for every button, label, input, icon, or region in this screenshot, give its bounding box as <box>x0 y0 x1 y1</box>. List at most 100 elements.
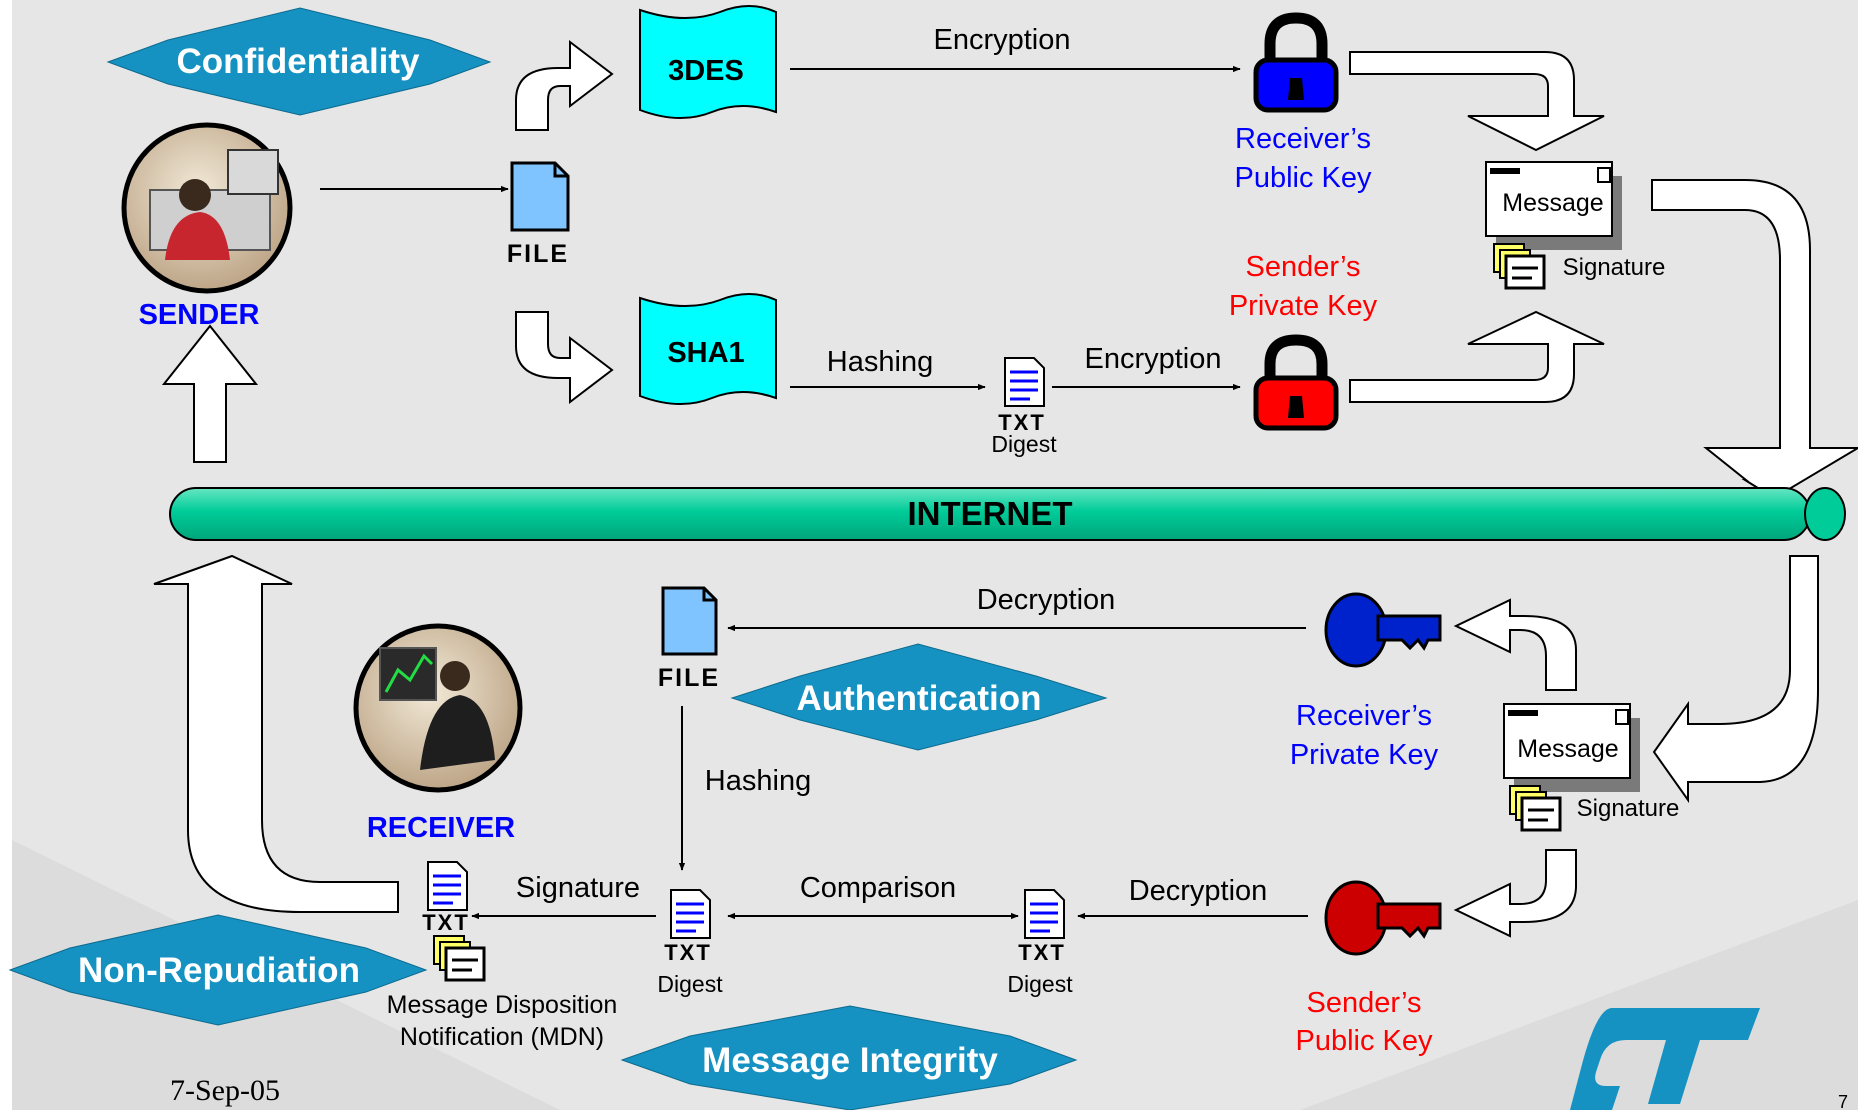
senders-private-key-line2: Private Key <box>1229 290 1378 322</box>
sender-signature-icon <box>1493 243 1546 290</box>
internet-pipe: INTERNET <box>169 487 1846 541</box>
internet-label: INTERNET <box>908 495 1073 532</box>
decryption-top-label: Decryption <box>977 584 1116 616</box>
sha1-box: SHA1 <box>639 293 777 406</box>
receiver-digest-left-icon <box>670 889 711 939</box>
envelope-to-public-key-arrow <box>1453 849 1577 938</box>
encryption-top-label: Encryption <box>933 24 1070 56</box>
receiver-digest-left-icon-label: TXT <box>664 940 712 965</box>
blue-lock-icon <box>1253 12 1339 113</box>
receiver-file-icon <box>661 586 718 656</box>
hashing-sender-label: Hashing <box>827 346 933 378</box>
receiver-avatar-head <box>440 661 470 691</box>
message-integrity-banner-shape <box>620 1005 1078 1111</box>
red-lock-keyhole <box>1288 396 1304 418</box>
mdn-label-line2: Notification (MDN) <box>400 1023 604 1051</box>
3des-label: 3DES <box>668 55 744 87</box>
message-integrity-label: Message Integrity <box>702 1041 998 1080</box>
receiver-avatar-chart <box>384 653 434 693</box>
message-integrity-banner: Message Integrity <box>620 1005 1078 1111</box>
sender-digest-icon <box>1004 357 1045 407</box>
mdn-signature-doc-front <box>444 946 486 982</box>
signature-arrow-label: Signature <box>516 872 640 904</box>
sender-envelope-postmark <box>1490 168 1520 174</box>
mdn-signature-icon <box>433 935 486 982</box>
receiver-digest-right-icon-label: TXT <box>1018 940 1066 965</box>
blue-lock-shackle <box>1264 12 1328 62</box>
receiver-label: RECEIVER <box>367 812 515 844</box>
lock-to-message-arrow-top <box>1349 51 1605 152</box>
encryption-bottom-label: Encryption <box>1084 343 1221 375</box>
senders-private-key-line1: Sender’s <box>1245 251 1360 283</box>
receiver-avatar <box>353 623 523 793</box>
senders-public-key-line2: Public Key <box>1295 1025 1433 1057</box>
sender-avatar-body <box>165 212 230 260</box>
envelope-to-private-key-arrow <box>1453 598 1577 691</box>
receiver-envelope-body <box>1503 703 1631 779</box>
receiver-signature-label: Signature <box>1577 795 1680 822</box>
red-key-shaft <box>1376 902 1442 939</box>
authentication-label: Authentication <box>797 679 1042 718</box>
red-lock-shackle <box>1264 334 1328 382</box>
blue-key-shaft <box>1376 614 1442 651</box>
sender-message-label: Message <box>1502 189 1603 217</box>
sender-curved-arrow-up <box>515 39 614 131</box>
blue-lock-keyhole <box>1288 78 1304 100</box>
blue-key-icon <box>1324 592 1442 668</box>
confidentiality-label: Confidentiality <box>176 42 420 81</box>
sender-avatar <box>121 122 293 294</box>
sender-signature-doc-front <box>1504 254 1546 290</box>
confidentiality-banner: Confidentiality <box>106 7 492 116</box>
receivers-public-key-line1: Receiver’s <box>1235 123 1371 155</box>
receiver-file-corner <box>702 588 716 602</box>
sender-curved-arrow-down <box>515 311 614 405</box>
sender-label: SENDER <box>139 299 260 331</box>
sender-envelope-stamp <box>1597 167 1611 183</box>
sender-digest-icon-label: TXT <box>998 410 1046 435</box>
sender-avatar-monitor <box>227 149 279 195</box>
mdn-digest-icon <box>427 861 468 911</box>
confidentiality-banner-shape <box>106 7 492 116</box>
senders-public-key-line1: Sender’s <box>1306 987 1421 1019</box>
mdn-to-internet-arrow <box>153 554 399 913</box>
sender-file-corner <box>553 163 568 178</box>
lock-to-message-arrow-bottom <box>1349 310 1605 403</box>
receiver-avatar-body <box>420 695 495 770</box>
sender-envelope-icon: Message <box>1485 161 1622 250</box>
receiver-signature-icon <box>1509 785 1562 832</box>
red-lock-icon <box>1253 334 1339 431</box>
receiver-envelope-icon: Message <box>1503 703 1640 792</box>
receiver-file-label: FILE <box>658 664 720 692</box>
receiver-digest-right-icon <box>1024 889 1065 939</box>
mdn-digest-icon-label: TXT <box>422 910 470 935</box>
footer-page-mark: 7 <box>1838 1092 1848 1110</box>
receiver-avatar-monitor <box>379 647 437 701</box>
footer-date: 7-Sep-05 <box>170 1074 280 1107</box>
receiver-envelope-stamp <box>1615 709 1629 725</box>
sender-file-icon <box>510 161 570 232</box>
receivers-private-key-line1: Receiver’s <box>1296 700 1432 732</box>
mdn-label-line1: Message Disposition <box>387 991 618 1019</box>
st-logo-shape <box>1570 1008 1760 1110</box>
sender-digest-label: Digest <box>991 431 1057 457</box>
sender-file-label: FILE <box>507 240 569 268</box>
internet-to-sender-arrow <box>161 324 259 463</box>
non-repudiation-banner-shape <box>8 914 428 1026</box>
sha1-shape <box>639 293 777 406</box>
sender-file-shape <box>510 161 570 232</box>
3des-shape <box>639 5 777 120</box>
sha1-label: SHA1 <box>667 337 744 369</box>
receivers-private-key-line2: Private Key <box>1290 739 1439 771</box>
receiver-envelope-postmark <box>1508 710 1538 716</box>
non-repudiation-banner: Non-Repudiation <box>8 914 428 1026</box>
receiver-message-label: Message <box>1517 735 1618 763</box>
internet-to-receiver-arrow <box>1652 555 1819 804</box>
hashing-receiver-label: Hashing <box>705 765 811 797</box>
receiver-signature-doc-front <box>1520 796 1562 832</box>
receivers-public-key-line2: Public Key <box>1234 162 1372 194</box>
sender-signature-label: Signature <box>1563 254 1666 281</box>
decryption-bottom-label: Decryption <box>1129 875 1268 907</box>
sender-envelope-body <box>1485 161 1613 237</box>
